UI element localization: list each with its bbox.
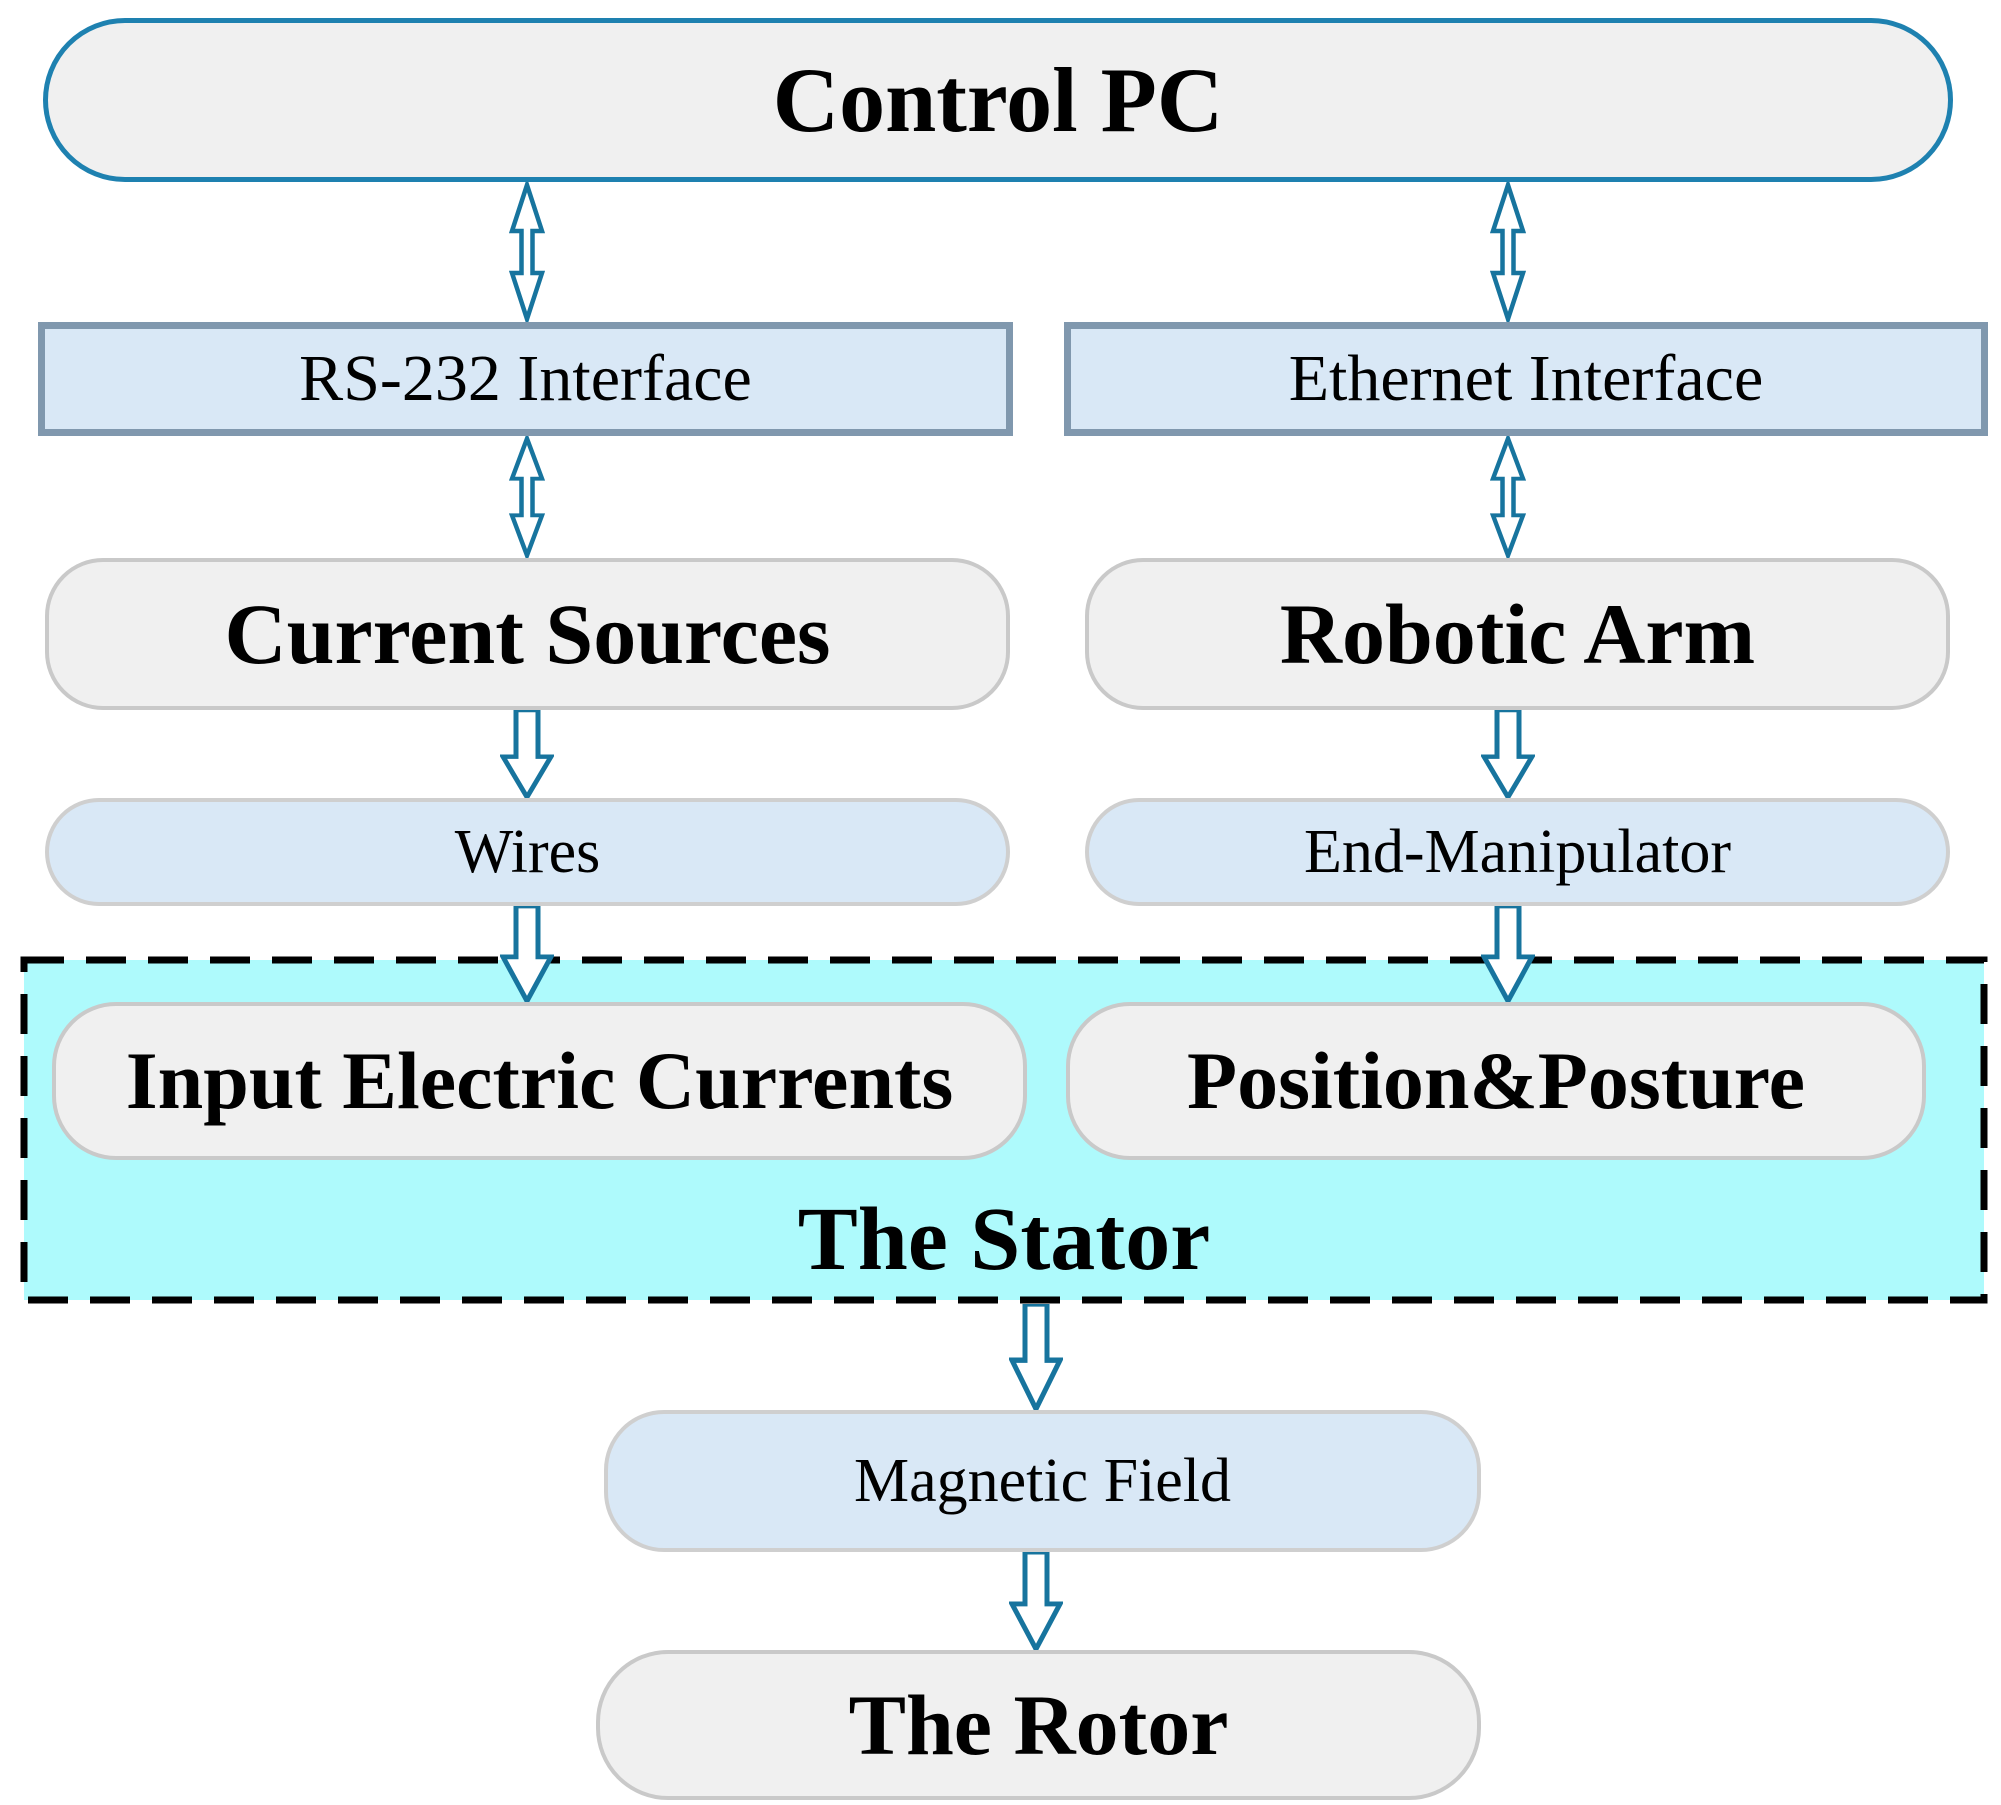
node-magnetic-field: Magnetic Field <box>604 1410 1481 1552</box>
node-control-pc: Control PC <box>43 18 1953 182</box>
double-arrow-rs232-current-sources <box>509 436 545 558</box>
down-arrow-end-manipulator-position-posture <box>1481 906 1535 1002</box>
stator-label: The Stator <box>797 1190 1211 1289</box>
down-arrow-current-sources-wires <box>500 710 554 798</box>
node-robotic-arm: Robotic Arm <box>1085 558 1950 710</box>
node-wires: Wires <box>45 798 1010 906</box>
double-arrow-control-pc-ethernet <box>1490 182 1526 322</box>
node-rs232-interface: RS-232 Interface <box>38 322 1013 436</box>
double-arrow-ethernet-robotic-arm <box>1490 436 1526 558</box>
node-end-manipulator: End-Manipulator <box>1085 798 1950 906</box>
node-ethernet-interface: Ethernet Interface <box>1064 322 1988 436</box>
down-arrow-magnetic-field-rotor <box>1009 1552 1063 1650</box>
node-position-posture: Position&Posture <box>1066 1002 1926 1160</box>
node-input-electric-currents: Input Electric Currents <box>52 1002 1027 1160</box>
double-arrow-control-pc-rs232 <box>509 182 545 322</box>
down-arrow-wires-input-electric-currents <box>500 906 554 1002</box>
down-arrow-robotic-arm-end-manipulator <box>1481 710 1535 798</box>
node-current-sources: Current Sources <box>45 558 1010 710</box>
node-the-rotor: The Rotor <box>596 1650 1481 1800</box>
down-arrow-stator-magnetic-field <box>1009 1304 1063 1410</box>
